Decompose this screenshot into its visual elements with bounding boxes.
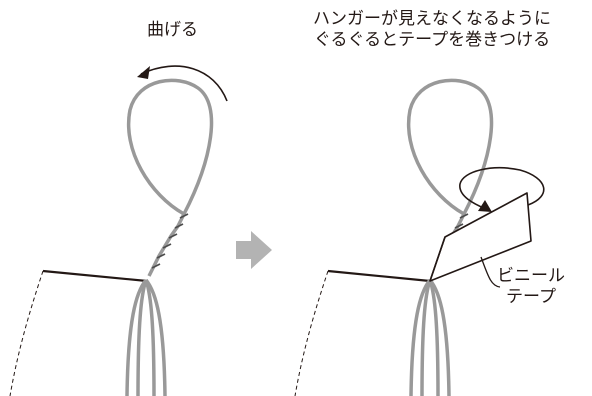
left-fabric-edge (9, 270, 44, 396)
right-hanger-body-wires (409, 278, 451, 396)
right-rod-line (327, 269, 431, 283)
bend-label: 曲げる (147, 20, 198, 40)
left-rod-line (42, 269, 148, 283)
right-hanger-hook-loop (406, 78, 494, 216)
tape-label-line-2: テープ (506, 287, 556, 307)
left-hanger-body-wires (125, 278, 167, 396)
bend-arrow-curve (140, 65, 228, 102)
instruction-line-2: ぐるぐるとテープを巻きつける (313, 30, 551, 50)
right-arrow-icon (236, 231, 272, 269)
curved-arrow-icon (137, 66, 150, 79)
vinyl-tape-label: ビニール テープ (497, 266, 565, 308)
left-hanger-hook-loop (126, 78, 214, 216)
tape-back-edge (429, 236, 446, 282)
left-twist-marks (151, 213, 189, 269)
instruction-line-1: ハンガーが見えなくなるように (313, 9, 551, 29)
right-panel (294, 78, 545, 396)
tape-label-line-1: ビニール (497, 266, 565, 286)
left-panel (9, 65, 228, 396)
wrap-arrow-curve (459, 167, 545, 210)
tape-leader-line (480, 256, 501, 288)
right-twist-marks (454, 213, 469, 229)
right-fabric-edge (294, 270, 329, 396)
instruction-label: ハンガーが見えなくなるように ぐるぐるとテープを巻きつける (313, 9, 551, 51)
circular-arrow-icon (478, 200, 492, 212)
